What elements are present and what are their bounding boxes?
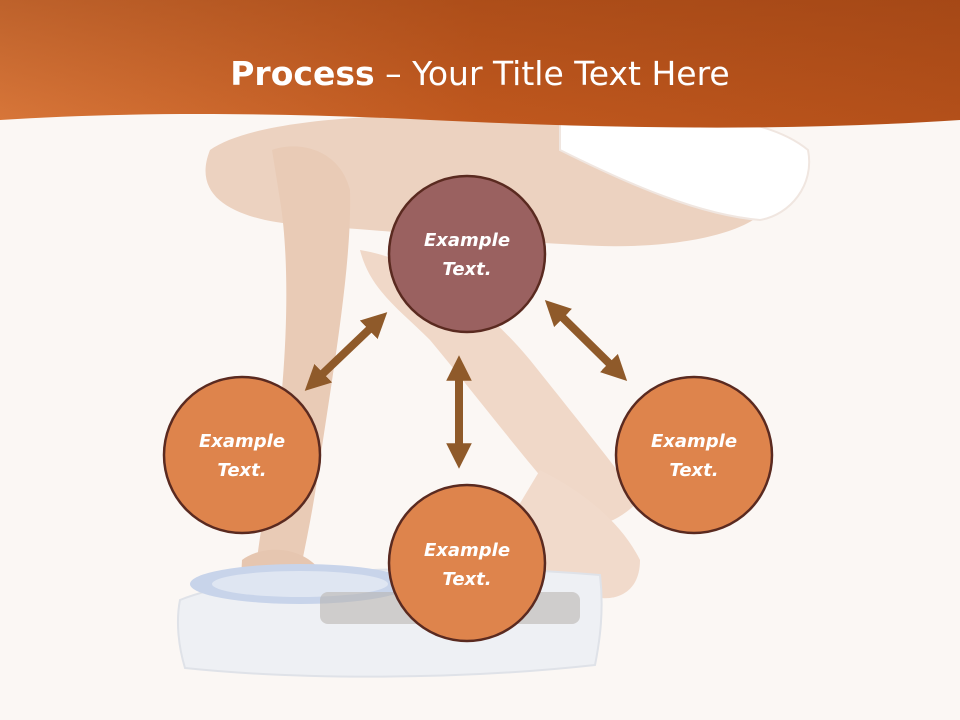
- node-bottom: Example Text.: [387, 483, 547, 643]
- node-right-line2: Text.: [669, 460, 718, 481]
- node-left-line1: Example: [199, 431, 285, 452]
- node-bottom-line2: Text.: [442, 569, 491, 590]
- arrow-top-left: [304, 312, 388, 391]
- title-separator: –: [374, 54, 413, 93]
- title-bold: Process: [230, 54, 375, 93]
- node-left-line2: Text.: [217, 460, 266, 481]
- title-rest: Your Title Text Here: [412, 54, 730, 93]
- arrow-top-right: [544, 300, 628, 381]
- node-left: Example Text.: [162, 375, 322, 535]
- header-band: [0, 0, 960, 128]
- node-top: Example Text.: [387, 174, 547, 334]
- node-bottom-line1: Example: [424, 540, 510, 561]
- node-top-line2: Text.: [442, 259, 491, 280]
- page-title: Process – Your Title Text Here: [0, 52, 960, 96]
- node-right: Example Text.: [614, 375, 774, 535]
- node-top-line1: Example: [424, 230, 510, 251]
- node-right-line1: Example: [651, 431, 737, 452]
